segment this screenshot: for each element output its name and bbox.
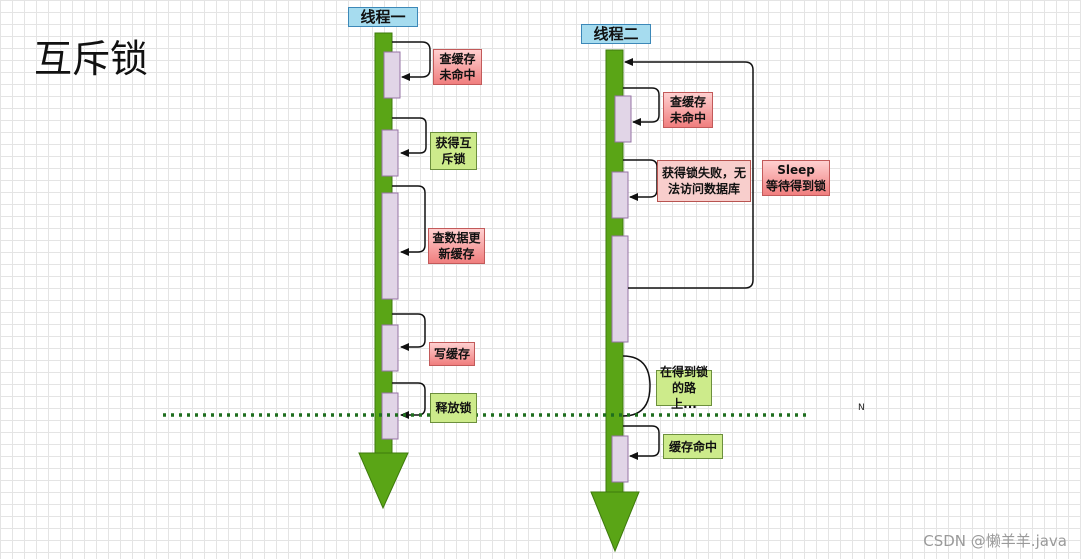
thread1-block-cache-check [383, 51, 401, 99]
watermark: CSDN @懒羊羊.java [923, 532, 1067, 550]
thread1-note-release-lock: 释放锁 [430, 393, 477, 423]
thread2-label: 线程二 [581, 24, 651, 44]
thread2-block-cache-hit [611, 435, 629, 483]
thread2-note-waiting: 在得到锁 的路上... [656, 365, 712, 411]
page-title: 互斥锁 [34, 37, 149, 81]
thread1-label: 线程一 [348, 7, 418, 27]
thread2-note-lock-fail: 获得锁失败，无 法访问数据库 [657, 160, 751, 202]
thread2-block-lock-fail [611, 171, 629, 219]
thread1-block-write-cache [381, 324, 399, 372]
thread2-block-sleep [611, 235, 629, 343]
thread2-block-cache-check [614, 95, 632, 143]
thread2-note-sleep: Sleep 等待得到锁 [762, 160, 830, 196]
thread1-note-write-cache: 写缓存 [429, 342, 475, 366]
divider-marker-label: N [858, 403, 865, 413]
thread1-note-cache-miss: 查缓存 未命中 [433, 49, 482, 85]
thread1-block-acquire-lock [381, 129, 399, 177]
thread1-note-acquire-lock: 获得互 斥锁 [430, 132, 477, 170]
thread2-note-cache-hit: 缓存命中 [663, 434, 723, 459]
thread1-note-query-db: 查数据更 新缓存 [428, 228, 485, 264]
thread1-arrows [392, 41, 431, 419]
thread1-block-query-db [381, 192, 399, 300]
thread2-note-cache-miss: 查缓存 未命中 [663, 92, 713, 128]
